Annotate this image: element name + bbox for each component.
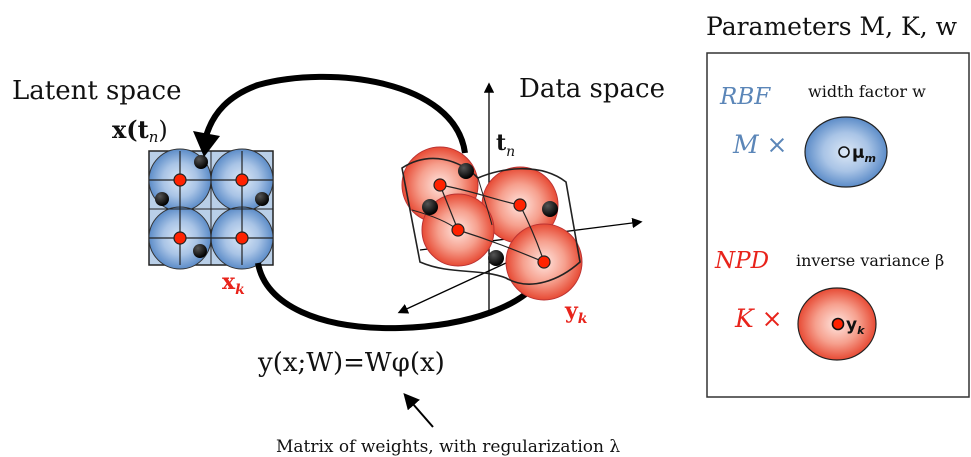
mu-label: μm xyxy=(852,143,876,165)
latent-node xyxy=(235,173,249,187)
x-k-label: xk xyxy=(222,269,245,298)
data-node xyxy=(513,198,527,212)
inverse-variance-label: inverse variance β xyxy=(796,251,944,270)
mu-center-dot xyxy=(838,146,850,158)
latent-node xyxy=(173,173,187,187)
data-point xyxy=(542,201,558,217)
m-times-label: M × xyxy=(732,130,788,159)
mapping-equation: y(x;W)=Wφ(x) xyxy=(257,348,445,378)
data-space-label: Data space xyxy=(519,74,665,104)
latent-node xyxy=(235,231,249,245)
matrix-note: Matrix of weights, with regularization λ xyxy=(276,437,620,457)
rbf-label: RBF xyxy=(719,84,771,110)
latent-data-point xyxy=(194,155,208,169)
weights-pointer-arrow xyxy=(403,392,434,428)
data-point xyxy=(422,199,438,215)
data-point xyxy=(488,250,504,266)
latent-data-point xyxy=(155,192,169,206)
y-center-dot xyxy=(831,317,845,331)
inverse-mapping-arrow xyxy=(202,73,468,154)
k-times-label: K × xyxy=(734,304,783,333)
latent-space-label: Latent space xyxy=(12,76,182,106)
data-manifold xyxy=(401,146,583,301)
rbf-example-circle xyxy=(804,116,888,188)
data-node xyxy=(433,178,447,192)
width-factor-label: width factor w xyxy=(808,82,926,101)
latent-grid xyxy=(148,148,274,270)
t-n-label: tn xyxy=(496,130,515,160)
y-k-label: yk xyxy=(564,298,588,327)
latent-data-point xyxy=(255,192,269,206)
forward-mapping-arrow xyxy=(255,262,543,332)
data-node xyxy=(451,223,465,237)
data-node xyxy=(537,255,551,269)
panel-title: Parameters M, K, w xyxy=(706,12,958,41)
y-example-label: yk xyxy=(846,315,865,337)
x-of-t-label: x(tn) xyxy=(112,115,168,146)
npd-label: NPD xyxy=(714,248,769,274)
inverse-arrow-head xyxy=(193,131,220,157)
latent-data-point xyxy=(193,244,207,258)
latent-node xyxy=(173,231,187,245)
data-point xyxy=(458,163,474,179)
